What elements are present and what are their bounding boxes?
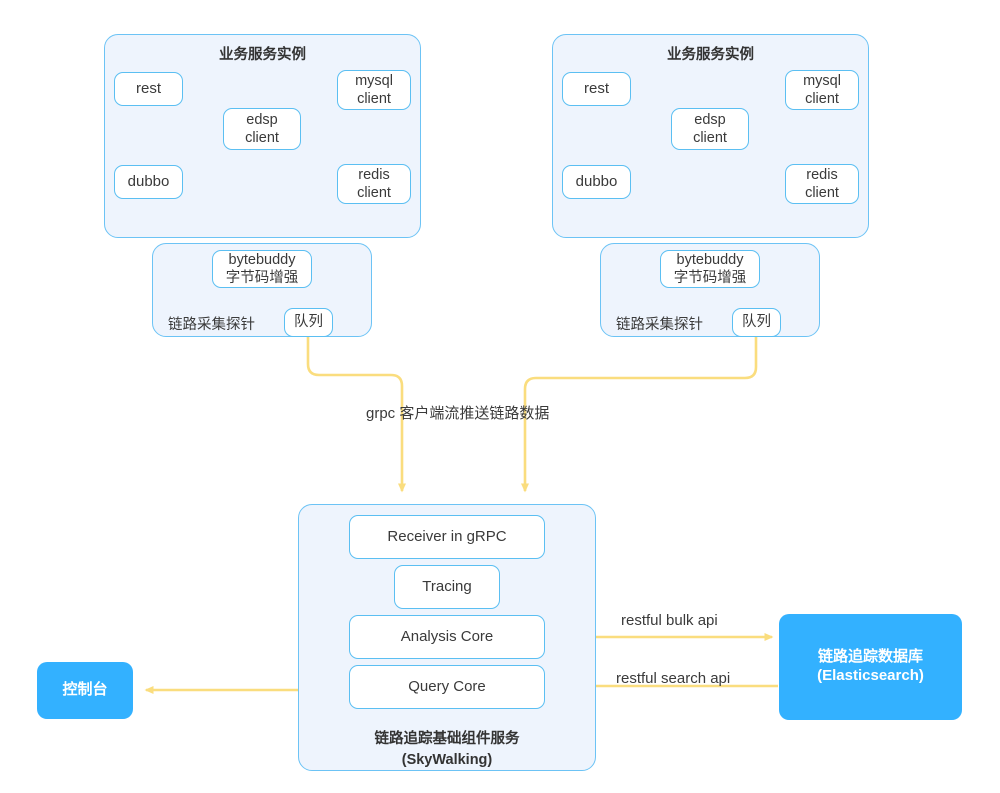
component-label-line1: edsp — [694, 111, 726, 128]
module-receiver-in-grpc[interactable]: Receiver in gRPC — [349, 515, 545, 559]
elasticsearch-storage-box[interactable]: 链路追踪数据库 (Elasticsearch) — [779, 614, 962, 720]
component-redis-client-1[interactable]: redis client — [337, 164, 411, 204]
module-label: Analysis Core — [400, 627, 494, 645]
component-label-line1: redis — [806, 166, 838, 183]
component-label-line1: redis — [358, 166, 390, 183]
component-dubbo-2[interactable]: dubbo — [562, 165, 631, 199]
component-label: dubbo — [575, 172, 618, 190]
skywalking-title-line2: (SkyWalking) — [401, 752, 493, 769]
component-label-line1: mysql — [355, 72, 393, 89]
module-tracing[interactable]: Tracing — [394, 565, 500, 609]
bytebuddy-label-line2: 字节码增强 — [673, 270, 747, 286]
restful-bulk-api-label: restful bulk api — [621, 612, 718, 629]
console-box[interactable]: 控制台 — [37, 662, 133, 719]
bytebuddy-label-line1: bytebuddy — [676, 251, 744, 268]
module-analysis-core[interactable]: Analysis Core — [349, 615, 545, 659]
component-label-line1: mysql — [803, 72, 841, 89]
component-label-line2: client — [693, 130, 727, 146]
storage-label-line2: (Elasticsearch) — [817, 667, 924, 684]
grpc-wire-right — [521, 337, 758, 493]
bytebuddy-box-2[interactable]: bytebuddy 字节码增强 — [660, 250, 760, 288]
component-edsp-client-2[interactable]: edsp client — [671, 108, 749, 150]
queue-box-2[interactable]: 队列 — [732, 308, 781, 337]
module-label: Receiver in gRPC — [387, 527, 507, 545]
component-label: dubbo — [127, 172, 170, 190]
component-label-line2: client — [245, 130, 279, 146]
module-query-core[interactable]: Query Core — [349, 665, 545, 709]
probe-label-2: 链路采集探针 — [616, 317, 703, 333]
probe-label-1: 链路采集探针 — [168, 317, 255, 333]
service-instance-title-1: 业务服务实例 — [219, 47, 306, 63]
console-label: 控制台 — [62, 681, 108, 699]
module-label: Query Core — [408, 677, 486, 695]
restful-search-api-label: restful search api — [616, 670, 731, 687]
bytebuddy-box-1[interactable]: bytebuddy 字节码增强 — [212, 250, 312, 288]
component-label: rest — [135, 79, 161, 97]
module-label: Tracing — [422, 577, 472, 595]
queue-label: 队列 — [294, 314, 323, 331]
component-label-line2: client — [805, 91, 839, 107]
component-label-line2: client — [357, 185, 391, 201]
component-label-line1: edsp — [246, 111, 278, 128]
component-label: rest — [583, 79, 609, 97]
service-instance-group-2: 业务服务实例 — [552, 34, 869, 238]
component-rest-1[interactable]: rest — [114, 72, 183, 106]
component-label-line2: client — [805, 185, 839, 201]
bytebuddy-label-line1: bytebuddy — [228, 251, 296, 268]
component-mysql-client-1[interactable]: mysql client — [337, 70, 411, 110]
service-instance-title-2: 业务服务实例 — [667, 47, 754, 63]
storage-label-line1: 链路追踪数据库 — [817, 648, 923, 666]
component-dubbo-1[interactable]: dubbo — [114, 165, 183, 199]
component-redis-client-2[interactable]: redis client — [785, 164, 859, 204]
component-edsp-client-1[interactable]: edsp client — [223, 108, 301, 150]
queue-box-1[interactable]: 队列 — [284, 308, 333, 337]
component-label-line2: client — [357, 91, 391, 107]
skywalking-title-line1: 链路追踪基础组件服务 — [374, 731, 520, 747]
component-rest-2[interactable]: rest — [562, 72, 631, 106]
grpc-transport-label: grpc 客户端流推送链路数据 — [366, 405, 550, 422]
skywalking-title: 链路追踪基础组件服务 (SkyWalking) — [299, 729, 595, 771]
bytebuddy-label-line2: 字节码增强 — [225, 270, 299, 286]
component-mysql-client-2[interactable]: mysql client — [785, 70, 859, 110]
queue-label: 队列 — [742, 314, 771, 331]
